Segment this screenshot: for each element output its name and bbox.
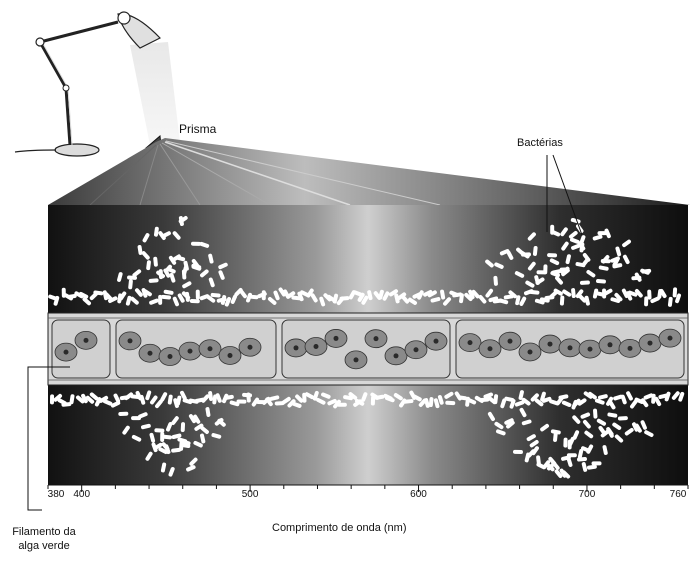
- bacterium: [593, 408, 598, 418]
- nucleus: [568, 345, 573, 350]
- bacterium: [181, 422, 186, 432]
- nucleus: [64, 350, 69, 355]
- bacterium: [236, 399, 246, 403]
- bacterium: [592, 461, 602, 465]
- bacterium: [601, 259, 611, 263]
- nucleus: [334, 336, 339, 341]
- bacterium: [647, 290, 652, 300]
- nucleus: [248, 345, 253, 350]
- nucleus: [354, 357, 359, 362]
- nucleus: [468, 340, 473, 345]
- bacterium: [550, 225, 554, 235]
- nucleus: [208, 346, 213, 351]
- bacterium: [337, 403, 347, 407]
- bacterium: [262, 290, 266, 300]
- nucleus: [128, 338, 133, 343]
- bacterium: [154, 428, 164, 433]
- tick-label: 700: [579, 489, 596, 500]
- nucleus: [414, 347, 419, 352]
- bacterium: [521, 252, 531, 256]
- nucleus: [188, 349, 193, 354]
- bacterium: [580, 280, 590, 285]
- bacterium: [118, 412, 128, 416]
- axis-title: Comprimento de onda (nm): [272, 522, 407, 534]
- nucleus: [588, 347, 593, 352]
- bacterium: [563, 438, 567, 448]
- bacterium: [547, 253, 557, 258]
- bacterium: [543, 264, 547, 274]
- nucleus: [314, 344, 319, 349]
- algal-filament: [48, 313, 688, 385]
- nucleus: [628, 346, 633, 351]
- nucleus: [394, 353, 399, 358]
- bacterium: [673, 287, 678, 297]
- bacterium: [560, 295, 565, 305]
- nucleus: [434, 339, 439, 344]
- nucleus: [148, 351, 153, 356]
- bacterium: [190, 299, 200, 304]
- filament-label-line1: Filamento da: [4, 526, 84, 538]
- nucleus: [668, 336, 673, 341]
- tick-label: 380: [48, 489, 65, 500]
- tick-label: 600: [410, 489, 427, 500]
- light-beam: [130, 42, 180, 145]
- tick-label: 400: [73, 489, 90, 500]
- nucleus: [168, 354, 173, 359]
- nucleus: [488, 346, 493, 351]
- prism-label: Prisma: [179, 122, 216, 136]
- nucleus: [374, 336, 379, 341]
- tick-label: 500: [242, 489, 259, 500]
- bacterium: [159, 269, 164, 279]
- bacterium: [445, 401, 455, 406]
- filament-label-line2: alga verde: [4, 540, 84, 552]
- nucleus: [84, 338, 89, 343]
- bacterium: [513, 450, 523, 454]
- bacteria-label: Bactérias: [517, 137, 563, 149]
- nucleus: [608, 342, 613, 347]
- nucleus: [648, 341, 653, 346]
- bacterium: [618, 416, 628, 421]
- nucleus: [528, 349, 533, 354]
- bacterium: [196, 290, 200, 300]
- nucleus: [548, 342, 553, 347]
- nucleus: [508, 339, 513, 344]
- nucleus: [228, 353, 233, 358]
- spectrum-rays: [48, 138, 690, 205]
- tick-label: 760: [670, 489, 687, 500]
- nucleus: [294, 345, 299, 350]
